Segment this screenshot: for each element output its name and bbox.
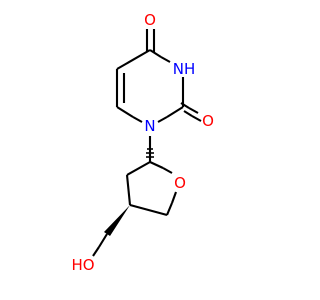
- atom-label-n1: N: [144, 117, 155, 135]
- bond-ch2-oh: [98, 233, 108, 248]
- bond-c6-n1: [116, 106, 134, 118]
- bond-ch2-oh-red: [92, 246, 100, 257]
- molecule-structure-diagram: O NH O N O HO: [71, 11, 214, 274]
- bond-c4-n3-blue: [160, 56, 171, 63]
- atom-label-ho: HO: [71, 256, 94, 274]
- atom-label-o-c4: O: [144, 11, 156, 29]
- bond-c4-n3: [149, 49, 162, 58]
- bond-c1prime-o4-red: [162, 167, 173, 174]
- bond-c2-o-b: [183, 110, 193, 117]
- bond-c2prime-c1prime: [126, 161, 151, 176]
- stereo-wedge-c3prime: [104, 205, 130, 236]
- bond-o4-c4prime-red: [171, 191, 177, 204]
- bond-c2-n1: [166, 106, 184, 118]
- atom-label-nh: NH: [173, 60, 196, 78]
- bond-c2-o-a-red: [188, 107, 199, 114]
- bond-c2-n1-blue: [157, 116, 168, 123]
- bond-c3prime-c2prime: [125, 174, 132, 206]
- bond-c2-o-b-red: [191, 115, 202, 122]
- atom-label-o-c2: O: [202, 112, 214, 130]
- bond-o4-c4prime: [166, 202, 173, 216]
- bond-c1prime-o4: [149, 161, 164, 169]
- stereo-hash-c1prime: [146, 148, 154, 158]
- bond-c6-n1-blue: [132, 116, 143, 123]
- bond-c4-c5: [116, 49, 151, 70]
- atom-label-o-ring: O: [174, 174, 186, 192]
- bond-c2-o-a: [180, 102, 190, 109]
- bond-c4prime-c3prime: [129, 203, 168, 217]
